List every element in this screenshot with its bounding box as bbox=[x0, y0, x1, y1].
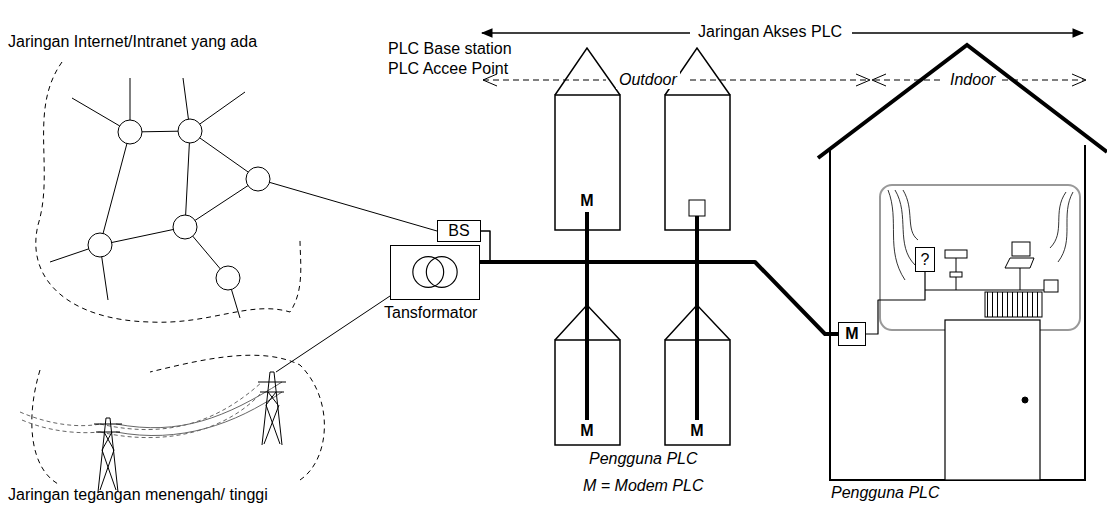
transformer-symbol bbox=[391, 246, 479, 299]
power-line bbox=[480, 262, 587, 420]
internet-network bbox=[36, 62, 437, 322]
phone-symbol bbox=[945, 250, 967, 290]
power-line bbox=[480, 231, 490, 262]
big-house bbox=[818, 45, 1107, 480]
text-label: Pengguna PLC bbox=[589, 450, 698, 468]
modem-label: M bbox=[576, 420, 598, 442]
unknown-device-box: ? bbox=[915, 247, 935, 272]
node-text: M bbox=[690, 422, 703, 440]
text-label: Pengguna PLC bbox=[831, 484, 940, 502]
text-label: PLC Base station bbox=[388, 40, 512, 58]
base-station-box: BS bbox=[437, 220, 481, 242]
tower-symbol bbox=[94, 418, 122, 492]
text-label: Indoor bbox=[947, 71, 998, 89]
transformer-box: Tansformator bbox=[390, 245, 480, 300]
node-text: ? bbox=[921, 251, 930, 269]
modem-label: M bbox=[686, 420, 708, 442]
modem-label: M bbox=[576, 190, 598, 212]
radiator-symbol bbox=[985, 292, 1042, 317]
service-wire bbox=[695, 216, 699, 262]
node-text: M bbox=[580, 192, 593, 210]
text-label: Outdoor bbox=[616, 71, 680, 89]
power-line bbox=[866, 272, 925, 334]
node-text: BS bbox=[448, 222, 469, 240]
node-text: M bbox=[580, 422, 593, 440]
power-line bbox=[480, 212, 587, 262]
component-label: Tansformator bbox=[384, 304, 477, 322]
modem-box: M bbox=[838, 322, 866, 346]
text-label: M = Modem PLC bbox=[583, 477, 703, 495]
node-text: M bbox=[845, 325, 858, 343]
power-grid bbox=[20, 292, 396, 492]
computer-symbol bbox=[1005, 242, 1058, 292]
text-label: Jaringan tegangan menengah/ tinggi bbox=[8, 486, 268, 504]
power-line bbox=[480, 262, 838, 334]
text-label: Jaringan Akses PLC bbox=[695, 23, 845, 41]
text-label: Jaringan Internet/Intranet yang ada bbox=[8, 33, 257, 51]
text-label: PLC Accee Point bbox=[388, 60, 508, 78]
power-line bbox=[480, 262, 697, 420]
house-outline bbox=[555, 48, 730, 445]
tower-symbol bbox=[258, 372, 286, 445]
